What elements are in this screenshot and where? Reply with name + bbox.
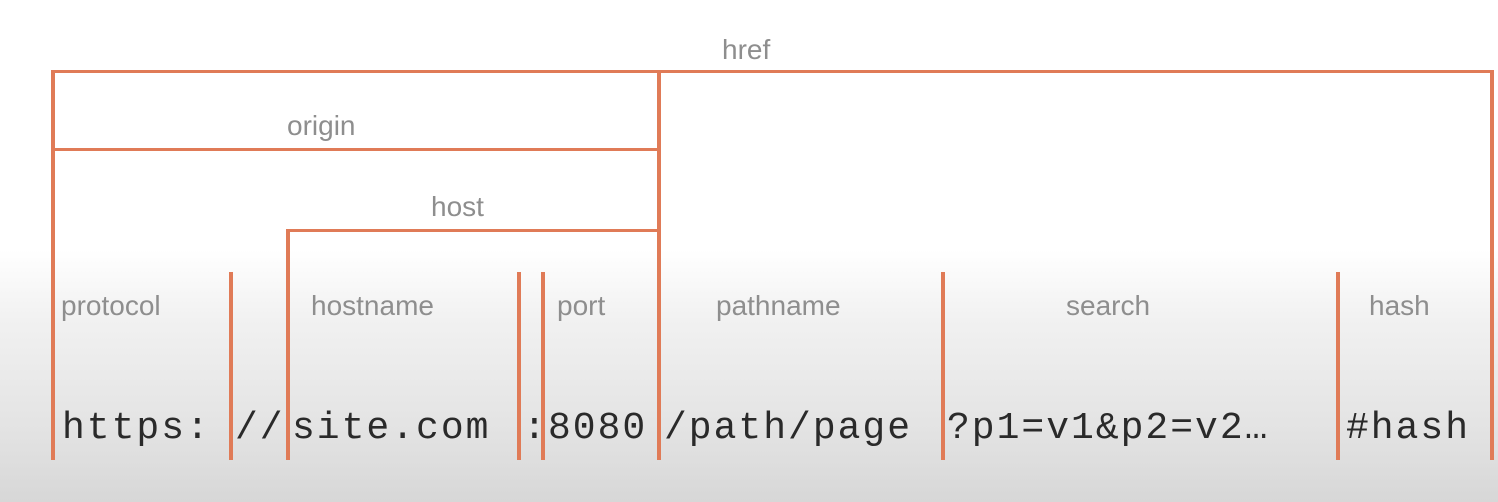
- port-divider: [541, 272, 545, 460]
- url-protocol: https:: [62, 407, 211, 450]
- pathname-label: pathname: [716, 290, 841, 321]
- hostname-label: hostname: [311, 290, 434, 321]
- url-search: ?p1=v1&p2=v2…: [947, 407, 1270, 450]
- origin-bracket-left: [51, 70, 55, 460]
- origin-label: origin: [287, 110, 356, 141]
- url-hash: #hash: [1346, 407, 1471, 450]
- url-pathname: /path/page: [664, 407, 913, 450]
- href-bracket-right: [1490, 70, 1494, 460]
- search-label: search: [1066, 290, 1151, 321]
- protocol-label: protocol: [61, 290, 161, 321]
- port-label: port: [557, 290, 606, 321]
- host-bracket-top: [288, 229, 658, 232]
- origin-bracket-right: [657, 70, 661, 460]
- protocol-divider: [229, 272, 233, 460]
- pathname-divider: [941, 272, 945, 460]
- href-bracket-top: [52, 70, 1494, 73]
- host-label: host: [431, 191, 484, 222]
- url-port-separator: :: [523, 407, 548, 450]
- href-label: href: [722, 34, 771, 65]
- url-slashes: //: [235, 407, 285, 450]
- search-divider: [1336, 272, 1340, 460]
- url-hostname: site.com: [292, 407, 491, 450]
- origin-bracket-bottom: [52, 148, 660, 151]
- hash-label: hash: [1369, 290, 1430, 321]
- hostname-divider: [517, 272, 521, 460]
- host-bracket-left: [286, 229, 290, 460]
- url-port: 8080: [548, 407, 648, 450]
